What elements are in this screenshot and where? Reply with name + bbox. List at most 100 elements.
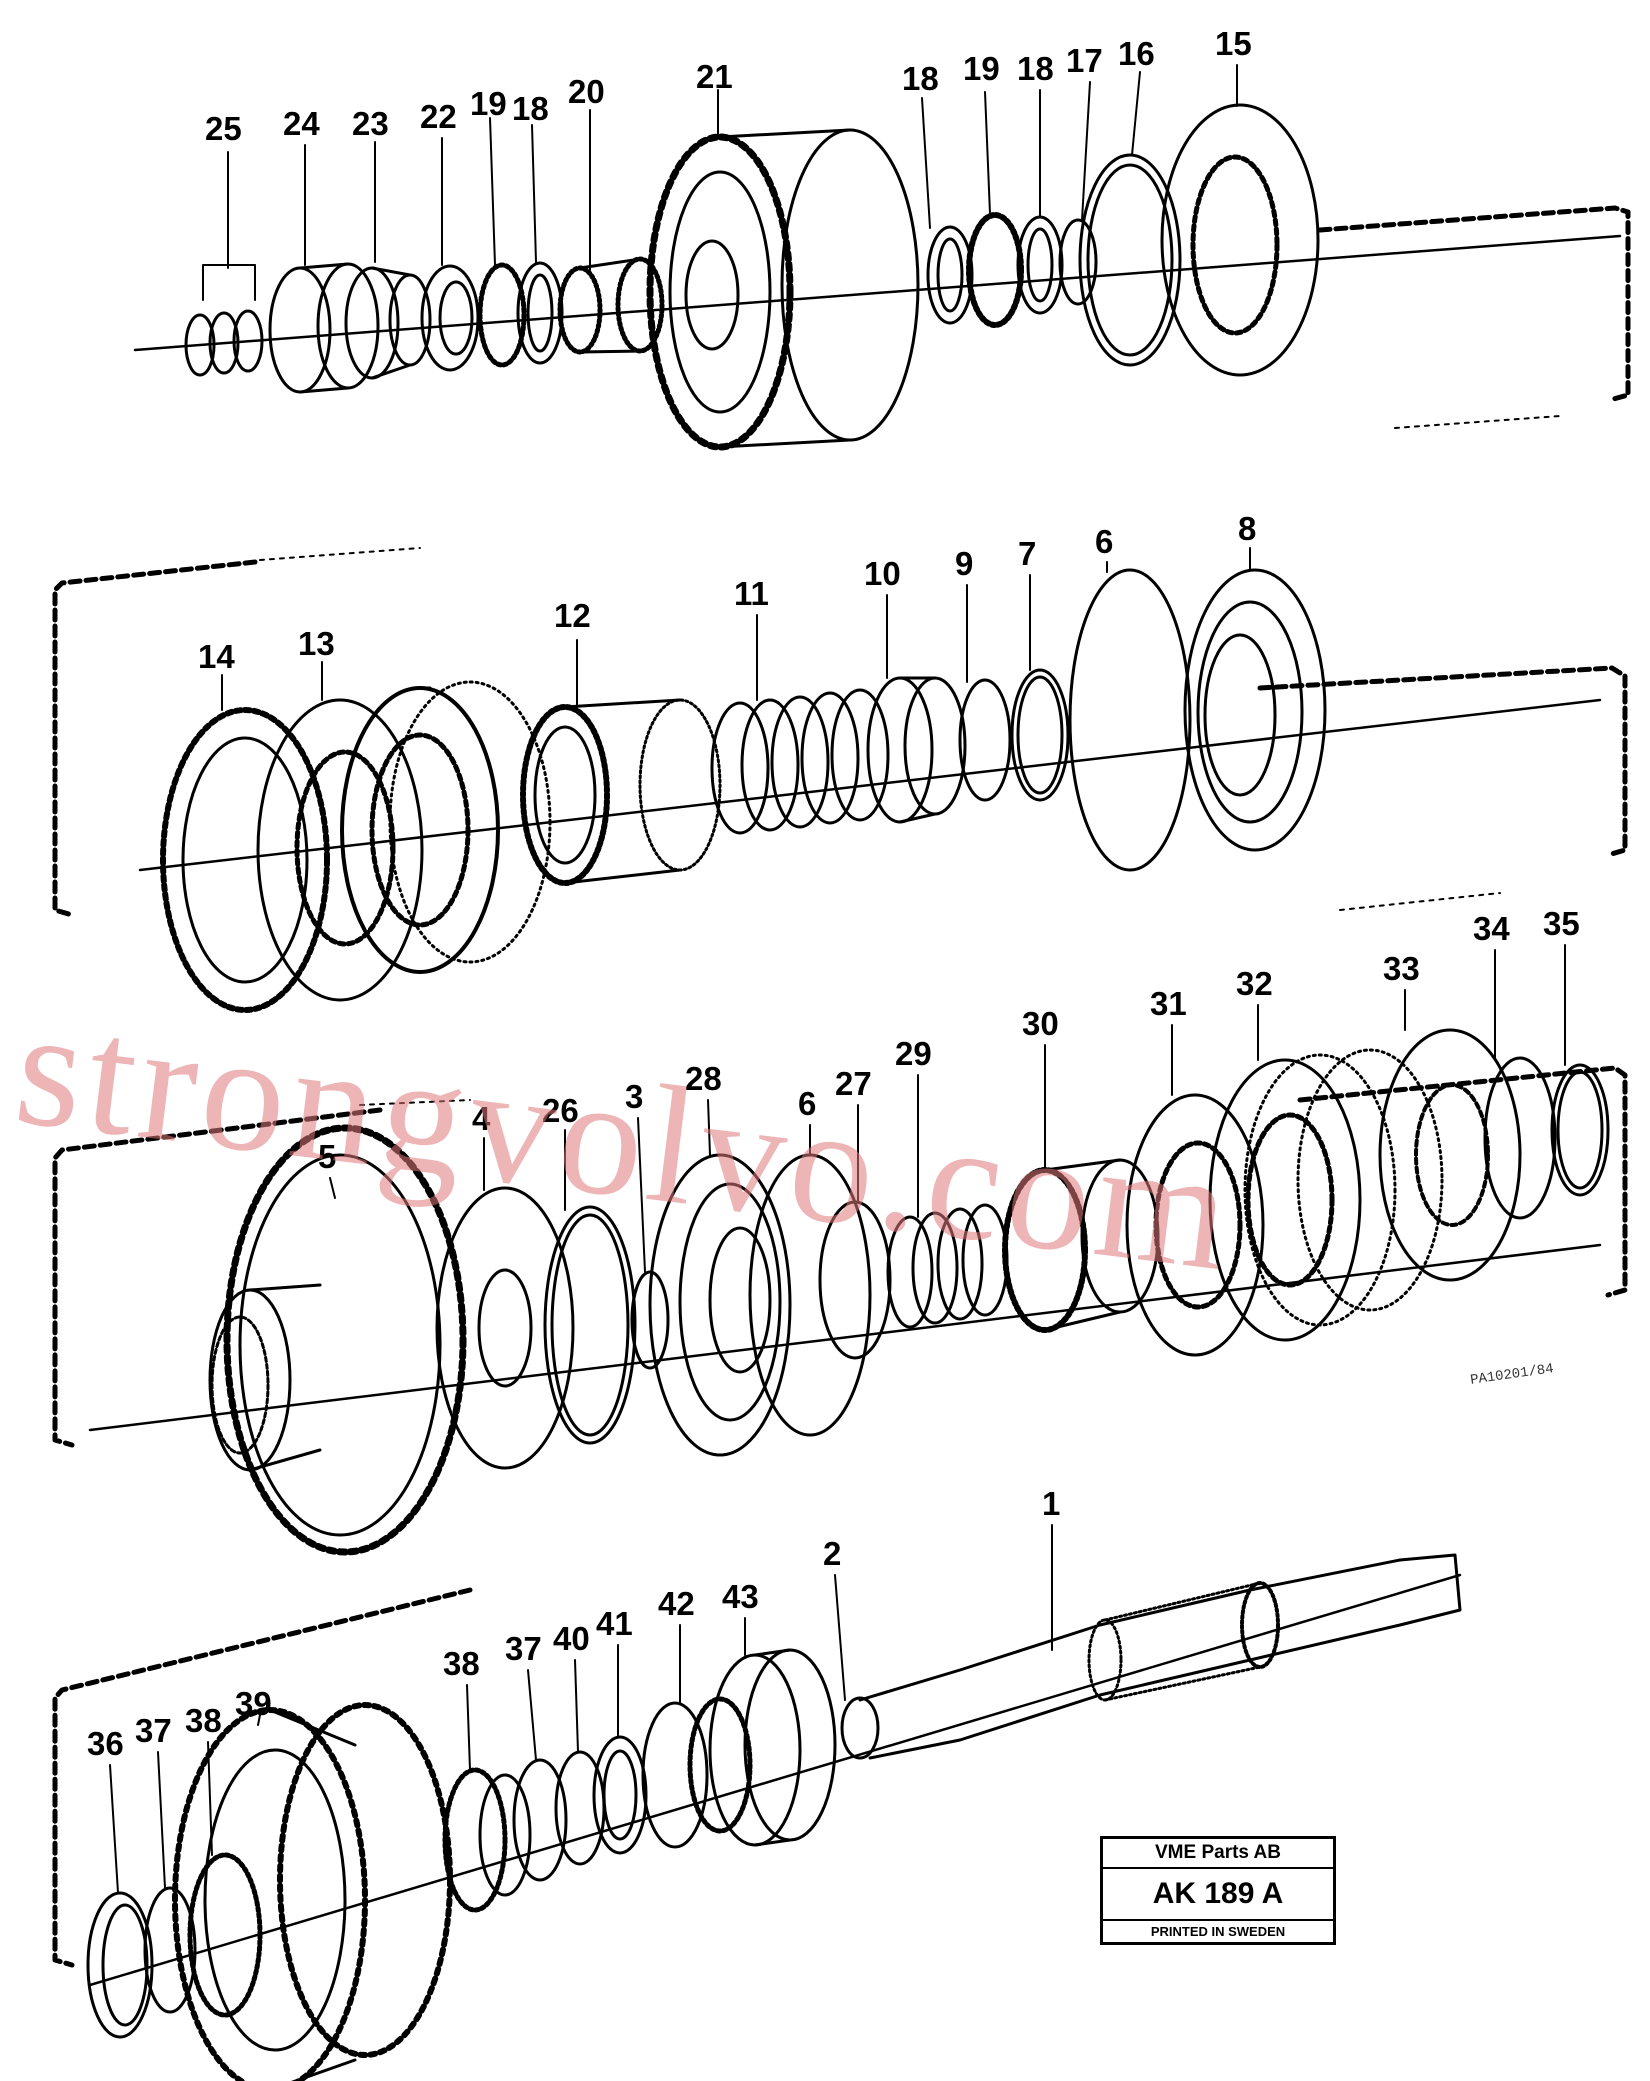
callout-16: 16 bbox=[1118, 35, 1155, 72]
callout-34: 34 bbox=[1473, 910, 1510, 947]
callout-40: 40 bbox=[553, 1620, 590, 1657]
part-26-seal-ring bbox=[543, 1205, 637, 1445]
row-4-assembly bbox=[52, 1553, 1462, 2081]
callout-1: 1 bbox=[1042, 1485, 1060, 1522]
part-29-spring bbox=[886, 1203, 1009, 1329]
part-33-disc bbox=[1378, 1028, 1522, 1282]
part-19-needle-bearing bbox=[477, 262, 527, 368]
part-36-ring bbox=[86, 1891, 154, 2039]
callout-12: 12 bbox=[554, 597, 591, 634]
callout-7: 7 bbox=[1018, 535, 1036, 572]
callout-35: 35 bbox=[1543, 905, 1580, 942]
callout-28: 28 bbox=[685, 1060, 722, 1097]
callout-3: 3 bbox=[625, 1078, 643, 1115]
callout-15: 15 bbox=[1215, 25, 1252, 62]
row-2-assembly bbox=[52, 547, 1628, 1013]
callout-5: 5 bbox=[318, 1138, 336, 1175]
part-5-gear bbox=[208, 1124, 467, 1556]
part-37-snap-ring-b bbox=[512, 1758, 568, 1882]
part-17-snap-ring bbox=[1058, 218, 1098, 306]
stamp-printed: PRINTED IN SWEDEN bbox=[1150, 1924, 1286, 1939]
callout-18b: 18 bbox=[902, 60, 939, 97]
callout-2: 2 bbox=[823, 1535, 841, 1572]
callout-41: 41 bbox=[596, 1605, 633, 1642]
callout-37b: 37 bbox=[135, 1712, 172, 1749]
callout-29: 29 bbox=[895, 1035, 932, 1072]
callout-23: 23 bbox=[352, 105, 389, 142]
part-13-friction-plate bbox=[256, 698, 424, 1002]
part-37-snap-ring bbox=[143, 1886, 197, 2014]
part-10-spring-retainer bbox=[866, 676, 967, 824]
part-27-ring bbox=[818, 1200, 892, 1360]
callout-43: 43 bbox=[722, 1578, 759, 1615]
part-13-disc-pack bbox=[340, 680, 552, 974]
callout-32: 32 bbox=[1236, 965, 1273, 1002]
part-34-snap-ring bbox=[1483, 1056, 1557, 1220]
callout-18c: 18 bbox=[1017, 50, 1054, 87]
part-41-washer bbox=[592, 1735, 648, 1855]
callout-38a: 38 bbox=[443, 1645, 480, 1682]
callout-37a: 37 bbox=[505, 1630, 542, 1667]
callout-33: 33 bbox=[1383, 950, 1420, 987]
part-1-shaft bbox=[858, 1553, 1462, 1760]
part-16-seal-ring bbox=[1078, 153, 1182, 367]
callout-13: 13 bbox=[298, 625, 335, 662]
part-7-seal-ring bbox=[1010, 668, 1070, 802]
callout-11: 11 bbox=[734, 575, 769, 612]
part-18-washer-c bbox=[1016, 215, 1064, 315]
callout-20: 20 bbox=[568, 73, 605, 110]
part-38-bearing bbox=[187, 1852, 263, 2018]
callout-8: 8 bbox=[1238, 510, 1256, 547]
part-2-plug bbox=[840, 1696, 880, 1760]
part-19-needle-bearing-b bbox=[966, 212, 1024, 328]
leader-lines bbox=[109, 64, 1566, 1894]
part-43-bearing-cup bbox=[708, 1648, 837, 1847]
callout-19a: 19 bbox=[470, 85, 507, 122]
part-20-hub bbox=[557, 256, 665, 355]
callout-27: 27 bbox=[835, 1065, 872, 1102]
part-21-clutch-drum bbox=[646, 128, 920, 451]
part-31-plate bbox=[1125, 1093, 1265, 1357]
row-1-assembly bbox=[133, 103, 1631, 451]
callout-39: 39 bbox=[235, 1685, 272, 1722]
callout-14: 14 bbox=[198, 638, 235, 675]
part-8-piston bbox=[1183, 568, 1327, 852]
callout-24: 24 bbox=[283, 105, 320, 142]
callout-17: 17 bbox=[1066, 42, 1103, 79]
part-23-tapered-bearing bbox=[344, 266, 432, 380]
part-12-hub bbox=[520, 698, 722, 886]
callout-38b: 38 bbox=[185, 1702, 222, 1739]
callout-21: 21 bbox=[696, 58, 733, 95]
part-24-bearing-cup bbox=[268, 262, 380, 394]
part-11-spring bbox=[710, 688, 890, 835]
row-3-assembly bbox=[52, 1028, 1628, 1556]
part-28-piston bbox=[648, 1153, 792, 1457]
callout-6b: 6 bbox=[798, 1085, 816, 1122]
callout-36: 36 bbox=[87, 1725, 124, 1762]
part-39-gear bbox=[172, 1702, 453, 2081]
callout-19b: 19 bbox=[963, 50, 1000, 87]
stamp-code: AK 189 A bbox=[1103, 1869, 1333, 1921]
callout-30: 30 bbox=[1022, 1005, 1059, 1042]
callout-9: 9 bbox=[955, 545, 973, 582]
part-6-seal-ring bbox=[1068, 568, 1192, 872]
part-3-snap-ring bbox=[630, 1270, 670, 1370]
callout-labels: 25 24 23 22 19 18 20 21 18 19 18 17 16 1… bbox=[87, 25, 1580, 1762]
callout-18a: 18 bbox=[512, 90, 549, 127]
part-32-disc-pack bbox=[1208, 1048, 1444, 1342]
callout-10: 10 bbox=[864, 555, 901, 592]
callout-31: 31 bbox=[1150, 985, 1187, 1022]
part-25-snap-rings bbox=[184, 264, 264, 377]
title-stamp: VME Parts AB AK 189 A PRINTED IN SWEDEN bbox=[1100, 1836, 1336, 1945]
part-15-disc bbox=[1160, 103, 1320, 377]
part-9-snap-ring bbox=[958, 678, 1012, 802]
part-42-tapered-bearing bbox=[641, 1696, 753, 1849]
part-18-washer-b bbox=[926, 225, 974, 325]
callout-4: 4 bbox=[472, 1100, 491, 1137]
callout-6a: 6 bbox=[1095, 523, 1113, 560]
callout-26: 26 bbox=[542, 1092, 579, 1129]
callout-42: 42 bbox=[658, 1585, 695, 1622]
part-14-clutch-disc bbox=[160, 707, 330, 1013]
